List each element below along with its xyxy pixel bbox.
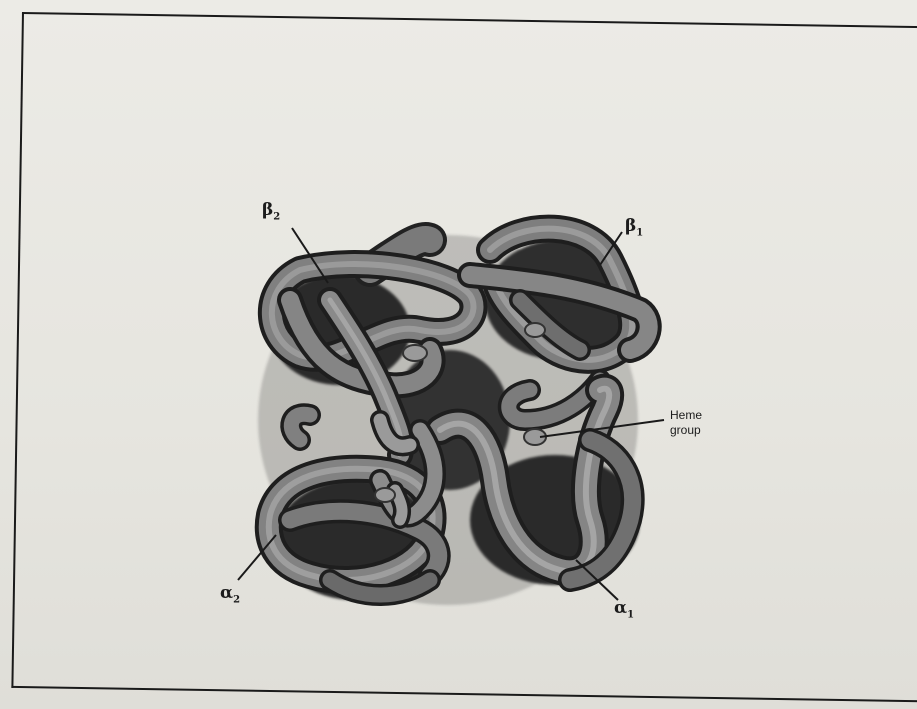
heme-group-label: Heme group xyxy=(670,408,702,438)
alpha1-label: α1 xyxy=(614,598,634,620)
heme-label-line1: Heme xyxy=(670,408,702,423)
alpha2-label: α2 xyxy=(220,583,240,605)
heme-label-line2: group xyxy=(670,423,702,438)
beta1-label: β1 xyxy=(625,216,643,238)
beta2-label: β2 xyxy=(262,200,280,222)
